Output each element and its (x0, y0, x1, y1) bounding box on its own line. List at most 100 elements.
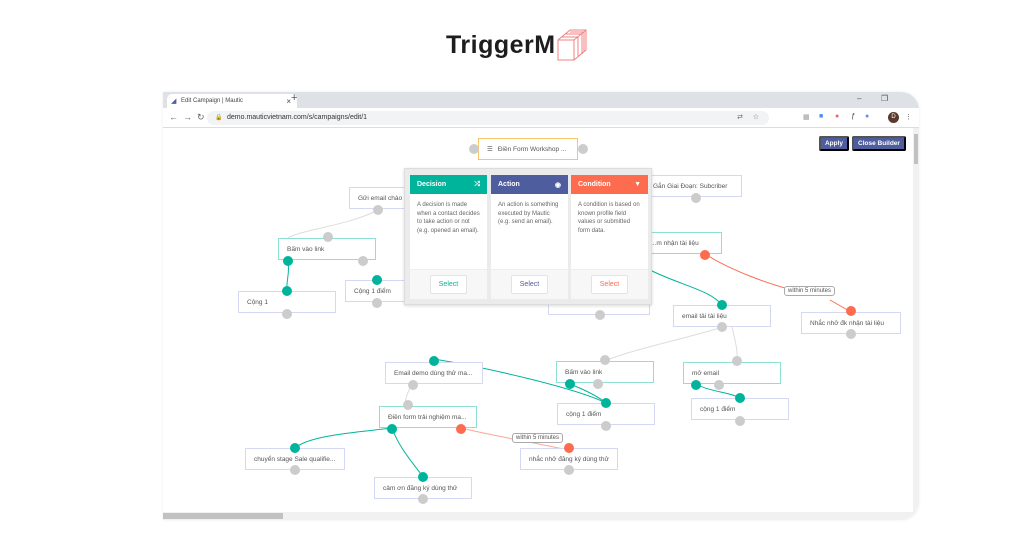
extension-icon[interactable]: ▦ (803, 114, 810, 121)
connector-dot-no[interactable] (700, 250, 710, 260)
connector-dot-yes[interactable] (565, 379, 575, 389)
action-select-button[interactable]: Select (510, 275, 549, 294)
mautic-favicon-icon: ◢ (171, 98, 177, 105)
connector-dot-yes[interactable] (691, 380, 701, 390)
connector-dot[interactable] (691, 193, 701, 203)
connector-dot[interactable] (429, 356, 439, 366)
connector-dot-no[interactable] (714, 380, 724, 390)
action-card: Action ◉ An action is something executed … (491, 175, 568, 299)
connector-dot[interactable] (846, 306, 856, 316)
url-text: demo.mauticvietnam.com/s/campaigns/edit/… (227, 114, 368, 121)
horizontal-scrollbar[interactable] (163, 512, 919, 520)
connector-dot[interactable] (717, 300, 727, 310)
restore-button[interactable]: ❐ (881, 94, 889, 103)
connector-dot[interactable] (735, 416, 745, 426)
edge (287, 209, 379, 239)
connector-dot-no[interactable] (358, 256, 368, 266)
extension-icon[interactable]: ■ (819, 113, 824, 120)
filter-icon: ▼ (634, 181, 641, 188)
shuffle-icon: ⤮ (474, 180, 480, 188)
connector-dot-no[interactable] (593, 379, 603, 389)
delay-label: within 5 minutes (784, 286, 836, 296)
delay-label: within 5 minutes (512, 433, 564, 443)
card-title: Condition (578, 181, 611, 188)
connector-dot-yes[interactable] (283, 256, 293, 266)
connector-dot[interactable] (846, 329, 856, 339)
node-form-trial[interactable]: Điền form trải nghiệm ma... (379, 406, 477, 428)
reload-icon[interactable]: ↻ (197, 112, 205, 122)
logo-text: TriggerM (446, 30, 556, 59)
connector-dot[interactable] (418, 494, 428, 504)
browser-tab[interactable]: ◢ Edit Campaign | Mautic × (167, 94, 297, 108)
list-icon: ☰ (487, 146, 493, 153)
connector-dot[interactable] (418, 472, 428, 482)
connector-dot[interactable] (578, 144, 588, 154)
back-icon[interactable]: ← (169, 112, 178, 122)
connector-dot[interactable] (717, 322, 727, 332)
profile-avatar[interactable]: D (888, 112, 899, 123)
connector-dot[interactable] (595, 310, 605, 320)
connector-dot[interactable] (601, 421, 611, 431)
tab-title: Edit Campaign | Mautic (181, 98, 243, 104)
card-description: A condition is based on known profile fi… (578, 202, 640, 234)
connector-dot[interactable] (372, 298, 382, 308)
connector-dot[interactable] (735, 393, 745, 403)
connector-dot[interactable] (373, 205, 383, 215)
apply-button[interactable]: Apply (819, 136, 849, 151)
connector-dot[interactable] (601, 398, 611, 408)
close-builder-button[interactable]: Close Builder (852, 136, 906, 151)
connector-dot[interactable] (600, 355, 610, 365)
connector-dot[interactable] (290, 443, 300, 453)
edge (294, 427, 393, 449)
edge (460, 427, 569, 451)
new-tab-button[interactable]: + (291, 92, 298, 104)
extension-icon[interactable]: ● (865, 113, 870, 120)
card-title: Action (498, 181, 520, 188)
connector-dot-no[interactable] (456, 424, 466, 434)
extension-icon[interactable]: ● (835, 113, 840, 120)
translate-icon[interactable]: ⇄ (737, 114, 743, 121)
connector-dot[interactable] (323, 232, 333, 242)
vertical-scrollbar[interactable] (913, 128, 919, 512)
bookmark-star-icon[interactable]: ☆ (752, 114, 759, 121)
edge (391, 427, 424, 478)
node-form-docs[interactable]: ...m nhận tài liệu (640, 232, 722, 254)
edge (649, 269, 723, 306)
node-label: Điền Form Workshop ... (497, 145, 567, 153)
extension-icon[interactable]: ƒ (851, 113, 855, 120)
decision-select-button[interactable]: Select (429, 275, 468, 294)
connector-dot[interactable] (290, 465, 300, 475)
campaign-source-node[interactable]: ☰ Điền Form Workshop ... (478, 138, 578, 160)
connector-dot[interactable] (282, 309, 292, 319)
connector-dot[interactable] (564, 465, 574, 475)
action-header: Action ◉ (491, 175, 568, 194)
connector-dot[interactable] (732, 356, 742, 366)
connector-dot[interactable] (372, 275, 382, 285)
triggerm-logo: TriggerM (446, 28, 588, 62)
connector-dot[interactable] (564, 443, 574, 453)
connector-dot[interactable] (408, 380, 418, 390)
forward-icon[interactable]: → (183, 112, 192, 122)
lock-icon: 🔒 (215, 115, 223, 121)
edge (604, 326, 724, 362)
condition-select-button[interactable]: Select (590, 275, 629, 294)
connector-dot-yes[interactable] (387, 424, 397, 434)
close-tab-icon[interactable]: × (286, 96, 291, 106)
add-event-popup: Decision ⤮ A decision is made when a cont… (404, 168, 652, 305)
tab-bar: ◢ Edit Campaign | Mautic × + – ❐ (163, 92, 919, 108)
decision-header: Decision ⤮ (410, 175, 487, 194)
url-input[interactable]: 🔒 demo.mauticvietnam.com/s/campaigns/edi… (207, 111, 769, 125)
connector-dot[interactable] (403, 400, 413, 410)
condition-card: Condition ▼ A condition is based on known… (571, 175, 648, 299)
minimize-button[interactable]: – (857, 94, 862, 103)
logo-cube-icon (557, 29, 587, 61)
card-description: A decision is made when a contact decide… (417, 202, 480, 234)
action-circle-icon: ◉ (554, 181, 561, 189)
menu-kebab-icon[interactable]: ⋮ (905, 114, 912, 121)
connector-dot[interactable] (282, 286, 292, 296)
card-description: An action is something executed by Mauti… (498, 202, 559, 225)
condition-header: Condition ▼ (571, 175, 648, 194)
card-title: Decision (417, 181, 447, 188)
decision-card: Decision ⤮ A decision is made when a cont… (410, 175, 487, 299)
connector-dot[interactable] (469, 144, 479, 154)
